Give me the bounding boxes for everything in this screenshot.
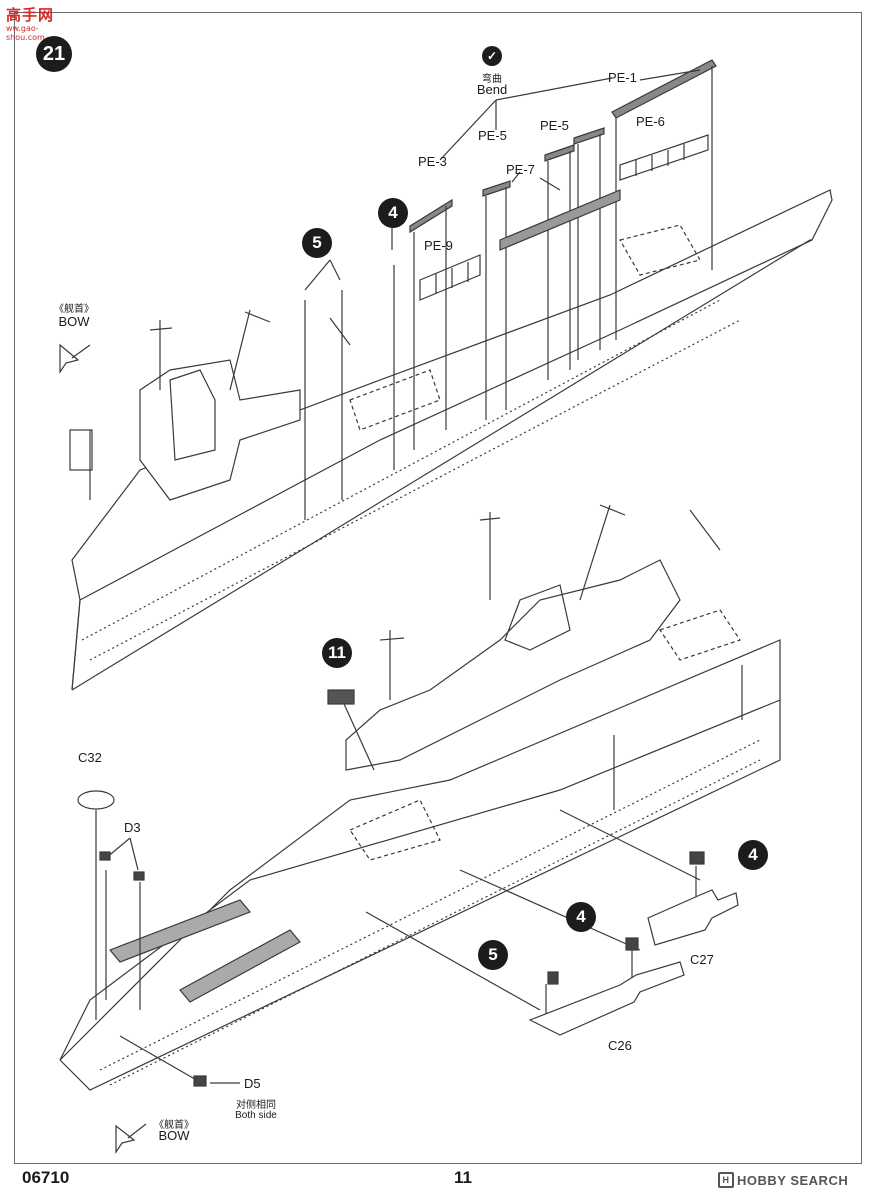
label-pe-9: PE-9	[424, 238, 453, 253]
part-c27	[647, 889, 739, 946]
callout-5-upper: 5	[302, 228, 332, 258]
callout-4-lower-a: 4	[738, 840, 768, 870]
bend-icon: ✓	[482, 46, 502, 66]
label-pe-7: PE-7	[506, 162, 535, 177]
watermark-logo: 高手网 ww.gao-shou.com	[6, 4, 76, 42]
pe-1-grid	[611, 59, 717, 340]
part-d3-a	[99, 851, 111, 861]
watermark-url: ww.gao-shou.com	[6, 24, 45, 42]
part-d5	[193, 1075, 207, 1087]
lower-bow-en: BOW	[158, 1128, 190, 1143]
label-pe-6: PE-6	[636, 114, 665, 129]
page-frame	[14, 12, 862, 1164]
label-d3: D3	[124, 820, 141, 835]
part-c26	[528, 961, 685, 1036]
pe-6-grid	[619, 134, 709, 181]
part-c32	[77, 790, 115, 810]
upper-hull-outline	[71, 189, 833, 601]
callout-4-upper: 4	[378, 198, 408, 228]
label-c32: C32	[78, 750, 102, 765]
product-code: 06710	[22, 1168, 70, 1187]
step-number-badge: 21	[36, 36, 72, 72]
label-c26: C26	[608, 1038, 632, 1053]
pe-5-grids	[482, 127, 605, 420]
part-d3-b	[133, 871, 145, 881]
note-en: Both side	[235, 1110, 277, 1121]
bend-label-cn: 弯曲	[482, 74, 502, 85]
callout-5-lower: 5	[478, 940, 508, 970]
pe-9-grid	[419, 254, 481, 301]
label-d5: D5	[244, 1076, 261, 1091]
page-number: 11	[454, 1168, 472, 1187]
lower-bow-cn: 《舰首》	[154, 1120, 194, 1131]
label-pe-3: PE-3	[418, 154, 447, 169]
upper-bow-arrow	[59, 343, 91, 374]
lower-bow-arrow	[115, 1123, 147, 1154]
upper-bow-en: BOW	[58, 314, 90, 329]
watermark-brand: 高手网	[6, 6, 55, 24]
bend-label-en: Bend	[476, 82, 508, 97]
lower-superstructure	[345, 559, 681, 771]
source-watermark: H HOBBY SEARCH	[718, 1172, 848, 1188]
label-pe-5-b: PE-5	[540, 118, 569, 133]
hobby-logo-icon: H	[718, 1172, 734, 1188]
note-cn: 对侧相同	[236, 1100, 276, 1111]
label-pe-5-a: PE-5	[478, 128, 507, 143]
label-pe-1: PE-1	[608, 70, 637, 85]
label-c27: C27	[690, 952, 714, 967]
callout-4-lower-b: 4	[566, 902, 596, 932]
callout-11: 11	[322, 638, 352, 668]
upper-bow-cn: 《舰首》	[54, 304, 94, 315]
pe-3-grid	[409, 198, 453, 450]
source-text: HOBBY SEARCH	[737, 1172, 849, 1188]
part-11-turret	[327, 689, 355, 705]
